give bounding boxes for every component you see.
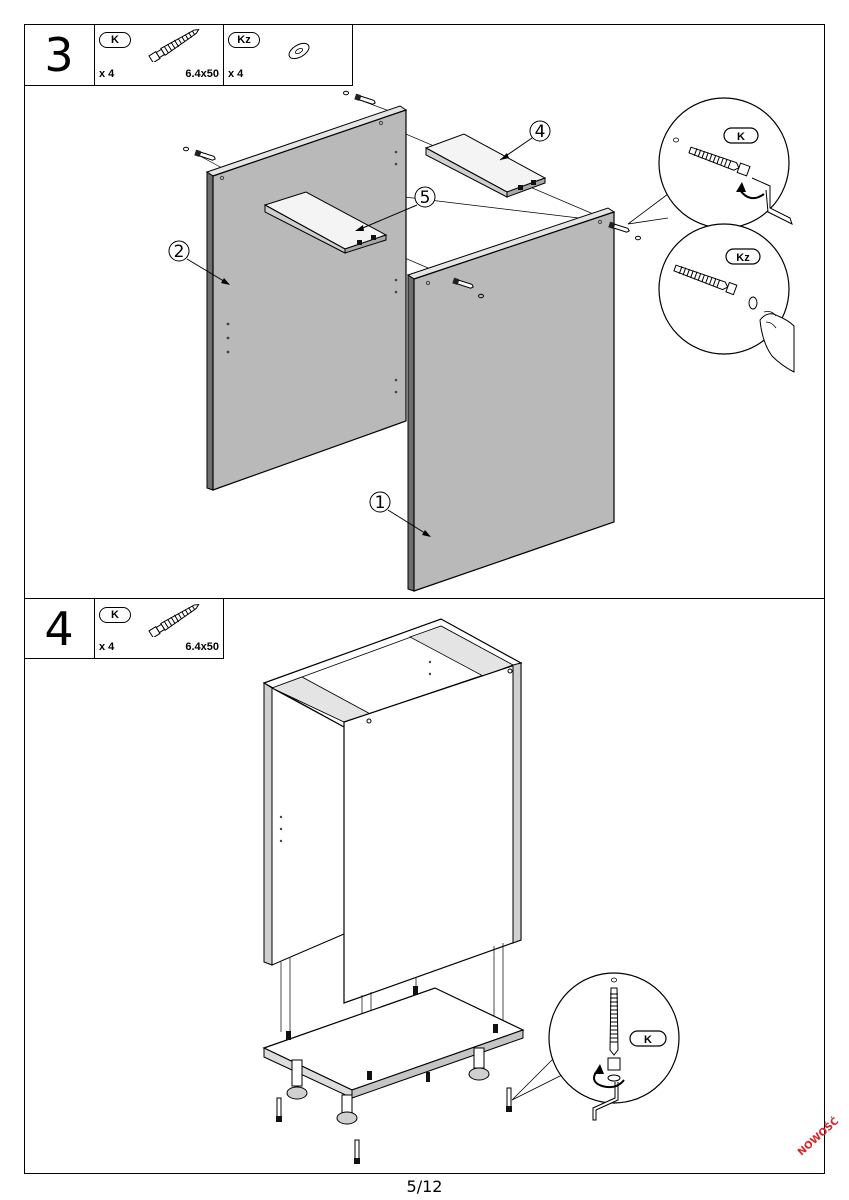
cabinet-carcass [262, 618, 523, 1004]
part-quantity: x 4 [99, 68, 115, 80]
adjustable-leg [426, 1072, 430, 1082]
part-quantity: x 4 [228, 68, 244, 80]
callout-2-label: 2 [174, 242, 185, 262]
callout-2 [168, 240, 230, 285]
screw-k [353, 93, 377, 107]
screw-k [354, 1139, 360, 1164]
detail-k-label: K [644, 1034, 652, 1046]
shelf-5 [263, 191, 388, 254]
side-panel-2 [205, 105, 408, 491]
step-3-part-kz: Kz x 4 [224, 24, 353, 86]
part-code-badge: K [99, 607, 131, 623]
part-size: 6.4x50 [185, 68, 219, 80]
part-code-badge: Kz [228, 32, 260, 48]
adjustable-leg [286, 1059, 308, 1100]
cap-kz [343, 90, 349, 96]
part-quantity: x 4 [99, 641, 115, 653]
callout-5 [355, 186, 436, 231]
screw-k [506, 1087, 512, 1112]
adjustable-leg [468, 1047, 490, 1081]
callout-1-label: 1 [375, 493, 386, 513]
detail-kz-label: Kz [736, 252, 750, 264]
screw-k [276, 1097, 282, 1122]
cap-kz [183, 146, 189, 152]
detail-kz-circle [658, 223, 795, 373]
detail-k-circle [511, 972, 680, 1121]
part-size: 6.4x50 [185, 641, 219, 653]
detail-k-circle [627, 97, 793, 229]
base-panel [262, 986, 525, 1099]
step-4-part-k: K x 4 6.4x50 [95, 599, 224, 659]
part-code-badge: K [99, 32, 131, 48]
cap-kz [635, 235, 641, 241]
detail-k-label: K [737, 131, 745, 143]
shelf-4 [424, 133, 547, 198]
callout-5-label: 5 [420, 188, 431, 208]
page-frame [24, 24, 825, 1174]
step-4-number: 4 [24, 599, 95, 659]
side-panel-1 [406, 207, 616, 592]
step-3-number: 3 [24, 24, 95, 86]
step-divider [24, 598, 825, 599]
adjustable-leg [336, 1094, 358, 1125]
confirmat-screw-icon [148, 604, 200, 637]
confirmat-screw-icon [148, 29, 200, 62]
callout-1 [369, 491, 431, 537]
screw-k [193, 149, 217, 163]
callout-4-label: 4 [535, 122, 546, 142]
step-3-part-k: K x 4 6.4x50 [95, 24, 224, 86]
cover-cap-icon [288, 42, 310, 60]
page-number: 5/12 [406, 1177, 443, 1196]
callout-4 [499, 120, 551, 161]
cap-kz [478, 293, 484, 299]
